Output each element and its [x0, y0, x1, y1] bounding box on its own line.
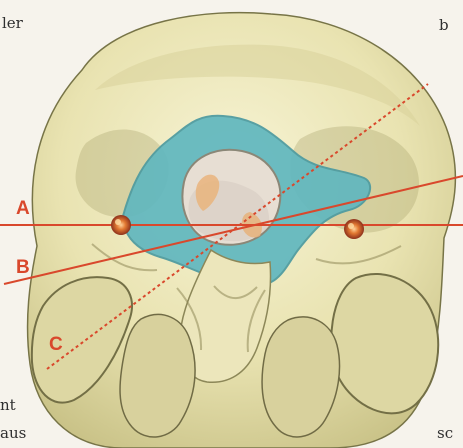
left-marker [111, 215, 131, 235]
label-a: A [16, 198, 30, 219]
label-c: C [49, 334, 63, 355]
left-marker-highlight [115, 219, 121, 225]
right-marker-highlight [348, 223, 354, 229]
label-b: B [16, 257, 30, 278]
right-marker [344, 219, 364, 239]
